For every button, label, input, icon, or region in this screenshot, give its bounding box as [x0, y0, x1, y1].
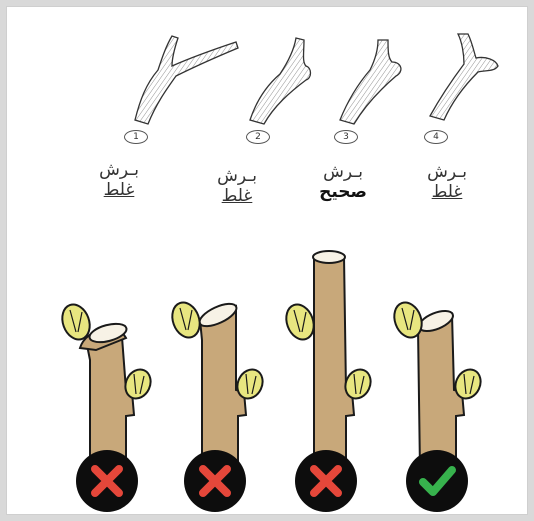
label-verdict: غلط	[74, 180, 164, 200]
sketch-number-1: 1	[124, 130, 148, 144]
sketch-label-4: بـرش غلط	[402, 162, 492, 202]
sketch-number-2: 2	[246, 130, 270, 144]
correct-badge	[406, 450, 468, 512]
sketch-label-1: بـرش غلط	[74, 160, 164, 200]
sketch-2-branch	[250, 38, 311, 124]
label-cut: بـرش	[402, 162, 492, 182]
sketch-number-3: 3	[334, 130, 358, 144]
label-verdict: غلط	[192, 186, 282, 206]
sketch-4-branch	[430, 34, 498, 120]
label-verdict: غلط	[402, 182, 492, 202]
cut-4-branch	[390, 299, 486, 470]
label-cut: بـرش	[74, 160, 164, 180]
cut-1-branch	[58, 301, 156, 470]
wrong-badge-3	[295, 450, 357, 512]
sketch-label-3: بـرش صحيح	[298, 162, 388, 202]
cut-3-branch	[282, 251, 376, 470]
label-cut: بـرش	[298, 162, 388, 182]
bud	[168, 299, 205, 342]
sketch-1-branch	[135, 36, 238, 124]
label-cut: بـرش	[192, 166, 282, 186]
wrong-badge-1	[76, 450, 138, 512]
label-verdict: صحيح	[298, 182, 388, 202]
sketch-3-branch	[340, 40, 401, 124]
sketch-label-2: بـرش غلط	[192, 166, 282, 206]
wrong-badge-2	[184, 450, 246, 512]
cut-2-branch	[168, 299, 268, 470]
bud	[282, 301, 319, 344]
sketch-number-4: 4	[424, 130, 448, 144]
